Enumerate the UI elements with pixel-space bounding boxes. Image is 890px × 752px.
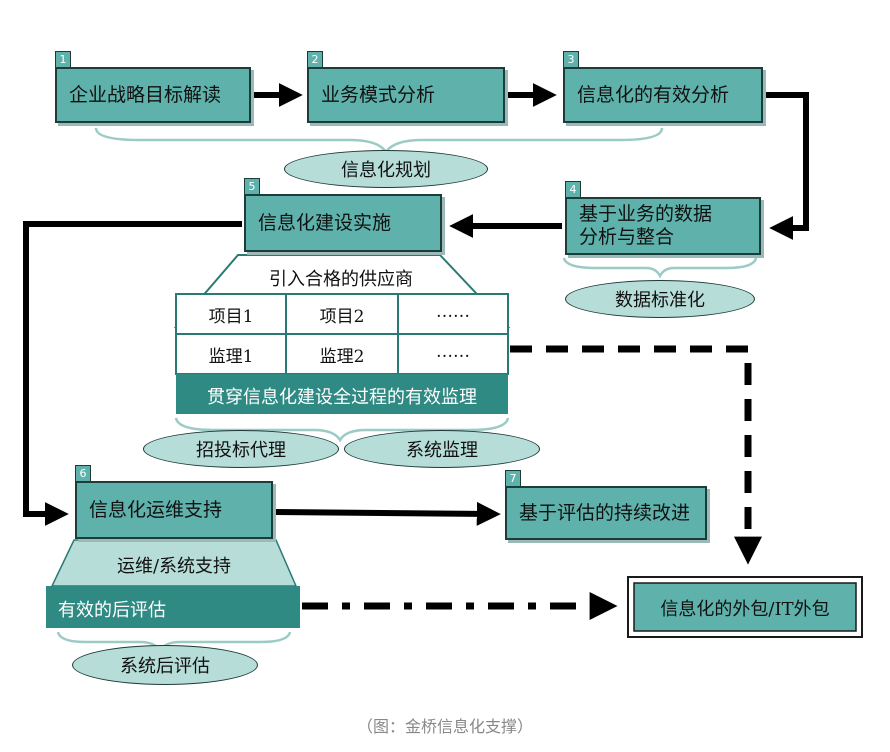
step-3-box: 信息化的有效分析 (563, 67, 763, 123)
supervision-footer-bar (176, 374, 508, 414)
ellipse-bidding: 招投标代理 (143, 430, 339, 468)
ellipse-post-evaluation: 系统后评估 (72, 645, 258, 685)
step-3-number: 3 (563, 51, 579, 68)
arrow-6-7 (275, 501, 501, 526)
supplier-label: 引入合格的供应商 (269, 269, 413, 290)
arrow-3-4 (764, 92, 809, 240)
figure-caption: （图：金桥信息化支撑） (356, 717, 533, 736)
step-2-box: 业务模式分析 (307, 67, 505, 123)
step-4-label-line2: 分析与整合 (579, 226, 675, 248)
evaluation-bar (46, 586, 300, 628)
step-6-box: 信息化运维支持 (75, 481, 273, 539)
cell-project-1: 项目1 (208, 307, 254, 327)
brace-supervision (174, 417, 510, 443)
step-5-label: 信息化建设实施 (258, 212, 392, 234)
step-7-number: 7 (505, 470, 521, 487)
step-7-box: 基于评估的持续改进 (505, 486, 707, 540)
dashed-arrow-supervision-outsourcing (510, 345, 762, 565)
arrow-5-6 (23, 221, 242, 526)
cell-project-2: 项目2 (319, 307, 365, 327)
outsourcing-inner-box (633, 582, 857, 632)
brace-standardization (562, 257, 758, 279)
step-3-label: 信息化的有效分析 (577, 84, 730, 106)
step-5-box: 信息化建设实施 (244, 194, 442, 252)
cell-supervisor-1: 监理1 (208, 347, 254, 367)
step-5-number: 5 (244, 178, 260, 195)
brace-planning (94, 127, 664, 155)
cell-project-more: …… (436, 302, 470, 322)
ellipse-supervision: 系统监理 (344, 430, 540, 468)
step-4-number: 4 (565, 181, 581, 198)
step-2-number: 2 (307, 51, 323, 68)
step-4-label-line1: 基于业务的数据 (579, 203, 713, 225)
step-6-number: 6 (75, 465, 91, 482)
cell-supervisor-more: …… (436, 342, 470, 362)
step-4-box: 基于业务的数据 分析与整合 (565, 197, 761, 255)
step-7-label: 基于评估的持续改进 (519, 502, 691, 524)
supervision-footer-label: 贯穿信息化建设全过程的有效监理 (207, 387, 477, 408)
operation-support-label: 运维/系统支持 (116, 556, 232, 577)
step-1-number: 1 (55, 51, 71, 68)
step-1-label: 企业战略目标解读 (69, 84, 222, 106)
cell-supervisor-2: 监理2 (319, 347, 365, 367)
ellipse-planning: 信息化规划 (284, 150, 488, 188)
evaluation-label: 有效的后评估 (58, 600, 166, 621)
ellipse-standardization: 数据标准化 (565, 280, 755, 318)
outsourcing-label: 信息化的外包/IT外包 (660, 599, 830, 620)
step-2-label: 业务模式分析 (321, 84, 436, 106)
step-6-label: 信息化运维支持 (89, 499, 223, 521)
step-1-box: 企业战略目标解读 (55, 67, 251, 123)
